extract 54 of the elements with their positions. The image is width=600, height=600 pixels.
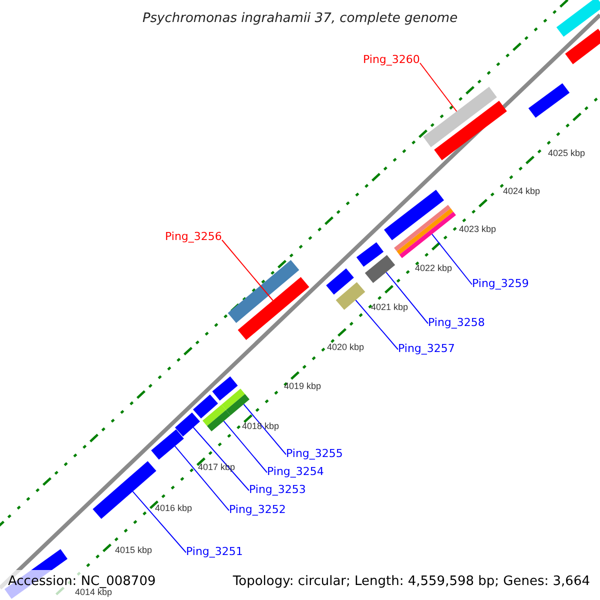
position-label: 4023 kbp	[459, 224, 496, 235]
gene-bar	[394, 204, 456, 258]
map-info: Topology: circular; Length: 4,559,598 bp; Genes: 3,664	[232, 574, 590, 590]
leader-line	[386, 272, 428, 324]
gene-bar	[356, 242, 384, 267]
gene-bar	[212, 376, 238, 401]
leader-line	[355, 300, 398, 350]
gene-bar	[228, 260, 300, 323]
gene-bar	[193, 394, 218, 418]
position-label: 4015 kbp	[115, 545, 152, 556]
position-label: 4018 kbp	[242, 421, 280, 432]
gene-label: Ping_3251	[186, 545, 243, 558]
gene-bar	[238, 277, 310, 340]
gene-label: Ping_3254	[267, 465, 324, 478]
gene-bar	[423, 86, 497, 148]
gene-bar	[565, 28, 600, 64]
leader-line	[192, 426, 250, 491]
gene-bar	[528, 83, 570, 118]
gene-bar	[222, 388, 250, 416]
gene-label: Ping_3259	[472, 277, 529, 290]
gene-bar	[384, 190, 444, 240]
gene-bar	[336, 282, 366, 310]
position-label: 4019 kbp	[284, 381, 322, 392]
gene-label: Ping_3253	[249, 483, 306, 496]
position-label: 4021 kbp	[371, 302, 408, 313]
gene-label: Ping_3258	[428, 316, 485, 329]
leader-line	[223, 420, 268, 473]
position-label: 4016 kbp	[155, 503, 192, 514]
gene-label: Ping_3252	[229, 503, 286, 516]
gene-label: Ping_3255	[286, 447, 343, 460]
gene-bar	[364, 255, 396, 283]
map-title: Psychromonas ingrahamii 37, complete genome	[141, 10, 459, 28]
gene-label: Ping_3260	[363, 53, 420, 66]
map-info: Accession: NC_008709	[8, 574, 156, 589]
gene-bar	[326, 268, 354, 295]
position-label: 4014 kbp	[75, 587, 112, 598]
gene-label: Ping_3257	[398, 342, 455, 355]
leader-line	[174, 446, 230, 511]
leader-line	[431, 234, 472, 285]
gene-bar	[92, 461, 156, 519]
leader-line	[222, 240, 274, 301]
position-label: 4024 kbp	[503, 186, 540, 197]
gene-bar	[202, 404, 230, 432]
gene-bar	[556, 0, 600, 37]
gene-label: Ping_3256	[165, 230, 222, 243]
position-label: 4025 kbp	[548, 148, 586, 159]
gene-bar	[151, 429, 184, 460]
gene-bar	[175, 412, 200, 436]
gene-bar	[434, 100, 507, 160]
position-label: 4022 kbp	[415, 263, 452, 274]
leader-line	[132, 490, 186, 553]
leader-line	[420, 62, 458, 112]
position-label: 4020 kbp	[327, 342, 364, 353]
leader-line	[243, 404, 286, 455]
